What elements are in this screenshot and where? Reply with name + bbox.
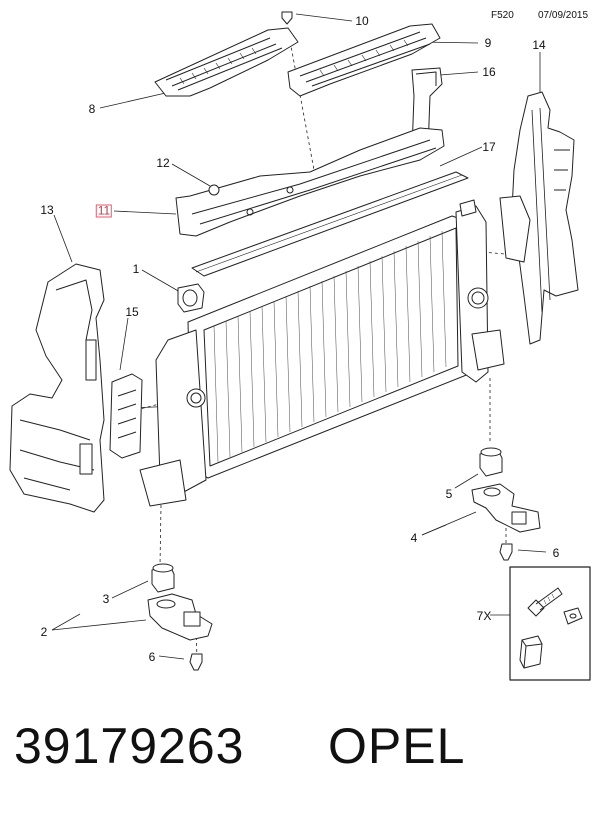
callout-9: 9 (484, 36, 492, 50)
detail-box-7x (509, 566, 591, 681)
air-deflector-left (9, 263, 105, 513)
callout-5: 5 (445, 487, 453, 501)
callout-10: 10 (355, 14, 369, 28)
seal-strip (191, 171, 469, 277)
grommet (208, 184, 220, 196)
air-deflector-right (499, 91, 579, 345)
callout-8: 8 (88, 102, 96, 116)
drawing-code: F520 (491, 10, 514, 21)
callout-3: 3 (102, 592, 110, 606)
callout-1: 1 (132, 262, 140, 276)
callout-6-left: 6 (148, 650, 156, 664)
mount-bracket-right (471, 447, 541, 561)
air-deflector-lower (175, 127, 445, 237)
callout-15: 15 (125, 305, 139, 319)
callout-11-highlighted: 11 (95, 203, 113, 218)
callout-4: 4 (410, 531, 418, 545)
air-guide-upper-right (287, 23, 441, 97)
callout-2: 2 (40, 625, 48, 639)
drawing-date: 07/09/2015 (538, 10, 589, 21)
radiator (139, 199, 505, 507)
clip-fastener (281, 11, 293, 25)
callout-17: 17 (482, 140, 496, 154)
mount-bracket-left (147, 563, 213, 671)
brand-name: OPEL (328, 718, 466, 774)
radiator-grommet (177, 283, 205, 313)
callout-12: 12 (156, 156, 170, 170)
callout-7x: 7X (476, 609, 492, 623)
callout-14: 14 (532, 38, 546, 52)
part-number: 39179263 (14, 718, 245, 774)
air-guide-upper-left (154, 27, 299, 97)
callout-13: 13 (40, 203, 54, 217)
callout-16: 16 (482, 65, 496, 79)
side-seal-left (109, 373, 143, 459)
callout-6-right: 6 (552, 546, 560, 560)
